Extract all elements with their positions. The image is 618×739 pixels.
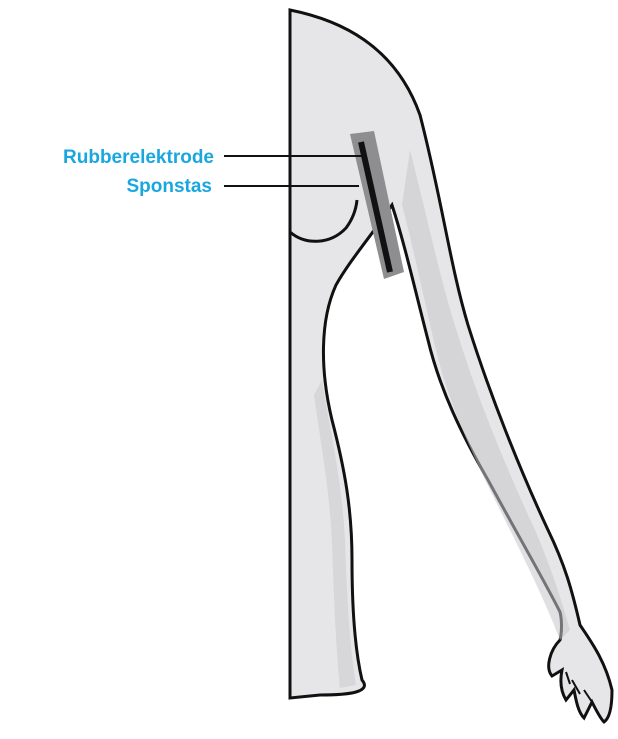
arm-illustration — [290, 10, 612, 722]
label-sponge-pouch: Sponstas — [126, 176, 212, 197]
label-rubber-electrode: Rubberelektrode — [63, 147, 214, 168]
